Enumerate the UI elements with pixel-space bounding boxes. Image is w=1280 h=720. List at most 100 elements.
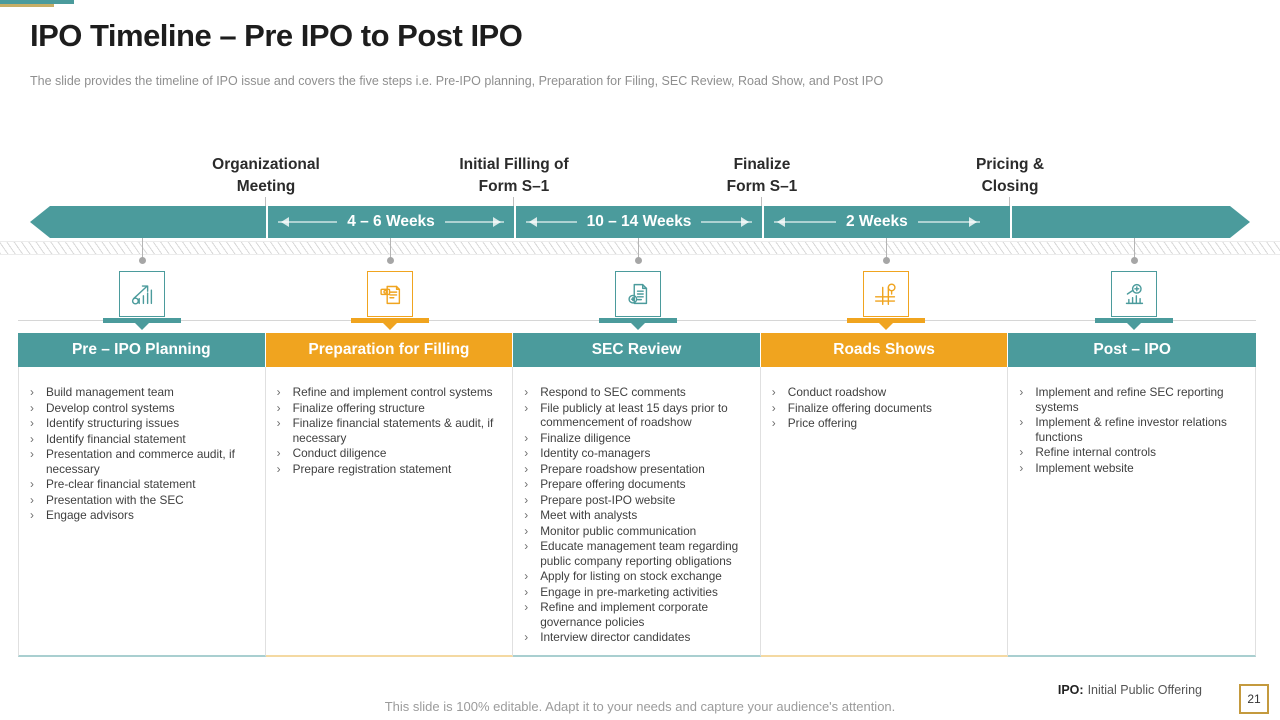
- chevron-bullet-icon: ›: [30, 431, 34, 446]
- financial-statement-icon: [367, 271, 413, 317]
- duration-label: 2 Weeks: [846, 213, 908, 230]
- page-number: 21: [1247, 692, 1261, 706]
- column-header: Roads Shows: [760, 333, 1009, 367]
- connector-line: [638, 238, 639, 258]
- pointer-triangle: [879, 323, 893, 330]
- list-item: › Interview director candidates: [524, 630, 691, 644]
- column-item-list: › Build management team › Develop contro…: [18, 367, 266, 657]
- pointer-bar: [599, 318, 677, 323]
- chevron-bullet-icon: ›: [30, 508, 34, 522]
- milestone-tick: [1009, 197, 1010, 206]
- chevron-bullet-icon: ›: [30, 385, 34, 399]
- column-item-list: › Implement and refine SEC reporting sys…: [1008, 367, 1256, 657]
- chevron-bullet-icon: ›: [30, 477, 34, 491]
- list-item: › Prepare post-IPO website: [524, 492, 676, 507]
- list-item: › Presentation with the SEC: [30, 492, 184, 507]
- connector-line: [886, 238, 887, 258]
- milestone-tick: [761, 197, 762, 206]
- timeline-divider: [762, 206, 764, 238]
- connector-dot: [635, 257, 642, 264]
- chevron-bullet-icon: ›: [524, 385, 529, 399]
- left-arrow-icon: [526, 221, 577, 223]
- list-item: › Presentation and commerce audit, if ne…: [30, 447, 235, 476]
- column-roads-shows: Roads Shows › Conduct roadshow › Finaliz…: [760, 333, 1009, 657]
- column-header: SEC Review: [513, 333, 761, 367]
- list-item: › Refine and implement corporate governa…: [524, 600, 709, 629]
- list-item: › Monitor public communication: [524, 523, 697, 538]
- chevron-bullet-icon: ›: [524, 569, 529, 583]
- market-analysis-icon: [1111, 271, 1157, 317]
- slide-subtitle: The slide provides the timeline of IPO i…: [30, 74, 884, 88]
- chevron-bullet-icon: ›: [524, 446, 529, 460]
- list-item: › Apply for listing on stock exchange: [524, 569, 722, 583]
- list-item: › Identify structuring issues: [30, 416, 180, 430]
- list-item: › Finalize diligence: [524, 430, 631, 445]
- pointer-triangle: [383, 323, 397, 330]
- ipo-definition: Initial Public Offering: [1087, 683, 1202, 697]
- connector-line: [1134, 238, 1135, 258]
- list-item: › Engage advisors: [30, 508, 134, 522]
- column-header: Post – IPO: [1008, 333, 1256, 367]
- pointer-bar: [351, 318, 429, 323]
- list-item: › Engage in pre-marketing activities: [524, 584, 718, 599]
- chevron-bullet-icon: ›: [276, 461, 281, 476]
- page-title: IPO Timeline – Pre IPO to Post IPO: [30, 18, 523, 53]
- column-sec-review: SEC Review › Respond to SEC comments › F…: [513, 333, 761, 657]
- timeline-divider: [266, 206, 268, 238]
- list-item: › Finalize offering structure: [276, 400, 425, 415]
- duration-segment-3: 2 Weeks: [764, 206, 1010, 238]
- timeline-divider: [514, 206, 516, 238]
- pointer-triangle: [631, 323, 645, 330]
- right-arrow-icon: [445, 221, 504, 223]
- chevron-bullet-icon: ›: [524, 492, 529, 507]
- connector-dot: [387, 257, 394, 264]
- page-number-badge: 21: [1239, 684, 1269, 714]
- column-header: Pre – IPO Planning: [18, 333, 266, 367]
- list-item: › Implement and refine SEC reporting sys…: [1019, 385, 1224, 414]
- list-item: › Develop control systems: [30, 400, 175, 415]
- column-pre-ipo-planning: Pre – IPO Planning › Build management te…: [18, 333, 266, 657]
- list-item: › Prepare offering documents: [524, 477, 686, 491]
- column-post-ipo: Post – IPO › Implement and refine SEC re…: [1008, 333, 1256, 657]
- list-item: › Pre-clear financial statement: [30, 477, 196, 491]
- chevron-bullet-icon: ›: [524, 584, 529, 599]
- ground-hatch-strip: [0, 241, 1280, 255]
- milestone-initial-filing: Initial Filling of Form S–1: [459, 156, 569, 195]
- list-item: › Meet with analysts: [524, 508, 638, 522]
- chevron-bullet-icon: ›: [524, 508, 529, 522]
- chevron-bullet-icon: ›: [1019, 445, 1024, 459]
- footnote-definition: IPO:Initial Public Offering: [1058, 683, 1202, 697]
- phase-columns: Pre – IPO Planning › Build management te…: [18, 333, 1256, 657]
- document-review-icon: [615, 271, 661, 317]
- pointer-bar: [847, 318, 925, 323]
- column-item-list: › Conduct roadshow › Finalize offering d…: [760, 367, 1009, 657]
- roadshow-icon: [863, 271, 909, 317]
- list-item: › Prepare roadshow presentation: [524, 461, 705, 476]
- connector-line: [390, 238, 391, 258]
- chevron-bullet-icon: ›: [771, 385, 776, 399]
- connector-dot: [139, 257, 146, 264]
- milestone-tick: [513, 197, 514, 206]
- timeline-arrow-band: 4 – 6 Weeks 10 – 14 Weeks 2 Weeks: [30, 206, 1250, 238]
- list-item: › Conduct diligence: [276, 446, 387, 460]
- column-header: Preparation for Filling: [265, 333, 514, 367]
- chevron-bullet-icon: ›: [276, 400, 281, 415]
- pointer-bar: [1095, 318, 1173, 323]
- chevron-bullet-icon: ›: [771, 400, 776, 415]
- list-item: › Price offering: [771, 416, 858, 430]
- chevron-bullet-icon: ›: [276, 446, 281, 460]
- list-item: › Refine and implement control systems: [276, 385, 493, 399]
- connector-dot: [1131, 257, 1138, 264]
- list-item: › Refine internal controls: [1019, 445, 1157, 459]
- chevron-bullet-icon: ›: [1019, 385, 1024, 399]
- pointer-triangle: [135, 323, 149, 330]
- list-item: › Implement website: [1019, 460, 1134, 475]
- accent-bar-gold: [0, 4, 54, 7]
- chevron-bullet-icon: ›: [276, 385, 281, 399]
- duration-label: 4 – 6 Weeks: [347, 213, 435, 230]
- list-item: › Finalize offering documents: [771, 400, 932, 415]
- connector-dot: [883, 257, 890, 264]
- milestone-organizational-meeting: Organizational Meeting: [212, 156, 320, 195]
- column-preparation-for-filling: Preparation for Filling › Refine and imp…: [265, 333, 514, 657]
